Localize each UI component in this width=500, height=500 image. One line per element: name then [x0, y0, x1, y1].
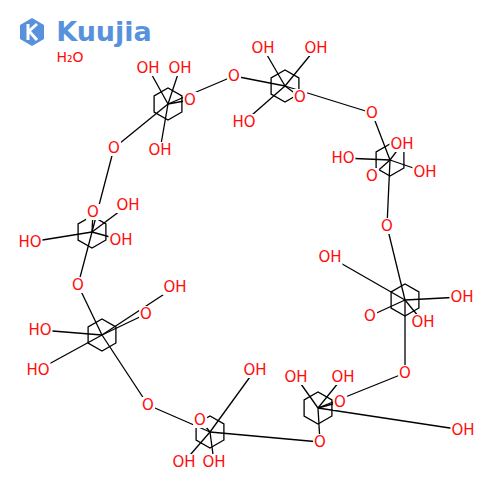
atom-label: O — [141, 397, 155, 413]
bond — [168, 76, 234, 104]
atom-label: OH — [330, 369, 355, 385]
atom-label: O — [365, 168, 379, 184]
bond-lines — [30, 48, 463, 462]
atom-label: OH — [162, 279, 187, 295]
atom-label: OH — [303, 40, 328, 56]
atom-label: HO — [25, 362, 50, 378]
atom-label: OH — [167, 60, 192, 76]
atom-label: O — [293, 89, 307, 105]
bond — [404, 300, 405, 373]
bond — [234, 76, 285, 86]
atom-label: OH — [412, 164, 437, 180]
atom-label: OH — [449, 289, 474, 305]
watermark-logo — [20, 18, 44, 46]
atom-label: HO — [27, 322, 52, 338]
atom-label: O — [398, 365, 412, 381]
atom-label: O — [71, 277, 85, 293]
atom-label: O — [183, 92, 197, 108]
bond — [148, 405, 210, 432]
atom-label: O — [333, 394, 347, 410]
atom-label: O — [193, 412, 207, 428]
atom-label: OH — [250, 40, 275, 56]
atom-label: OH — [389, 136, 414, 152]
atom-label: HO — [231, 114, 256, 130]
bond — [318, 408, 463, 430]
bond — [210, 432, 320, 442]
atom-label: O — [365, 105, 379, 121]
atom-label: O — [86, 204, 100, 220]
atom-label: O — [380, 218, 394, 234]
water-formula: H₂O — [55, 49, 84, 65]
bond — [210, 370, 255, 432]
atom-label: OH — [242, 362, 267, 378]
atom-label: O — [313, 434, 327, 450]
bond — [102, 335, 148, 405]
watermark: Kuujia — [55, 17, 153, 47]
atom-label: HO — [17, 234, 42, 250]
atom-label: OH — [108, 232, 133, 248]
atom-label: OH — [135, 60, 160, 76]
bond — [285, 86, 372, 113]
atom-label: HO — [330, 150, 355, 166]
atom-label: O — [227, 68, 241, 84]
atom-label: O — [139, 306, 153, 322]
atom-label: OH — [115, 197, 140, 213]
atom-label: OH — [147, 142, 172, 158]
atom-label: O — [363, 308, 377, 324]
bond — [387, 160, 390, 226]
atom-label: OH — [450, 422, 475, 438]
atom-label: OH — [171, 454, 196, 470]
atom-label: OH — [201, 454, 226, 470]
atom-label: OH — [317, 249, 342, 265]
atom-label: OH — [283, 369, 308, 385]
atom-label: OH — [410, 314, 435, 330]
atom-label: O — [107, 140, 121, 156]
